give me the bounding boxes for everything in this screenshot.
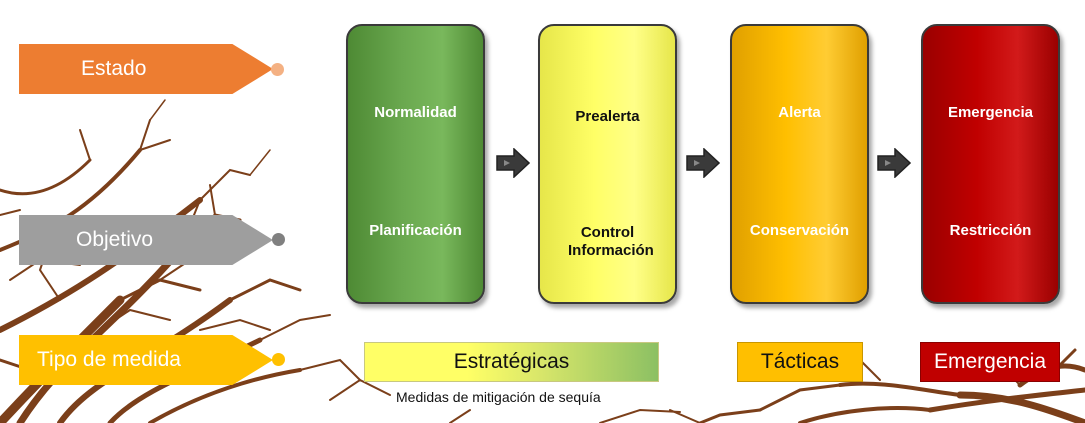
measure-tacticas-label: Tácticas bbox=[760, 350, 840, 373]
measure-emergencia: Emergencia bbox=[920, 342, 1060, 382]
estado-dot bbox=[271, 63, 284, 76]
stage-estado-text: Emergencia bbox=[947, 104, 1034, 121]
stage-estado-text: Alerta bbox=[778, 104, 821, 121]
measure-estrategicas-label: Estratégicas bbox=[453, 350, 570, 373]
stage-estado-text: Normalidad bbox=[374, 104, 457, 121]
stage-objetivo-text: Planificación bbox=[369, 222, 462, 239]
measure-emergencia-label: Emergencia bbox=[933, 350, 1047, 373]
tipo-medida-dot bbox=[272, 353, 285, 366]
stage-estado-text: Prealerta bbox=[575, 108, 640, 125]
stage-objetivo-text: Control Información bbox=[568, 224, 654, 259]
measure-tacticas: Tácticas bbox=[737, 342, 863, 382]
arrow-right-icon bbox=[686, 148, 720, 178]
objetivo-tag: Objetivo bbox=[19, 215, 273, 265]
estado-tag: Estado bbox=[19, 44, 273, 94]
objetivo-dot bbox=[272, 233, 285, 246]
estado-label: Estado bbox=[81, 57, 147, 80]
measures-caption: Medidas de mitigación de sequía bbox=[396, 389, 601, 405]
tipo-medida-tag: Tipo de medida bbox=[19, 335, 273, 385]
objetivo-label: Objetivo bbox=[76, 228, 154, 251]
stage-emergencia: Emergencia Restricción bbox=[921, 24, 1060, 304]
arrow-right-icon bbox=[877, 148, 911, 178]
stage-prealerta: Prealerta Control Información bbox=[538, 24, 677, 304]
stage-normalidad: Normalidad Planificación bbox=[346, 24, 485, 304]
arrow-right-icon bbox=[496, 148, 530, 178]
stage-alerta: Alerta Conservación bbox=[730, 24, 869, 304]
measure-estrategicas: Estratégicas bbox=[364, 342, 659, 382]
stage-objetivo-text: Conservación bbox=[749, 222, 850, 239]
tipo-medida-label: Tipo de medida bbox=[37, 348, 181, 371]
stage-objetivo-text: Restricción bbox=[949, 222, 1032, 239]
